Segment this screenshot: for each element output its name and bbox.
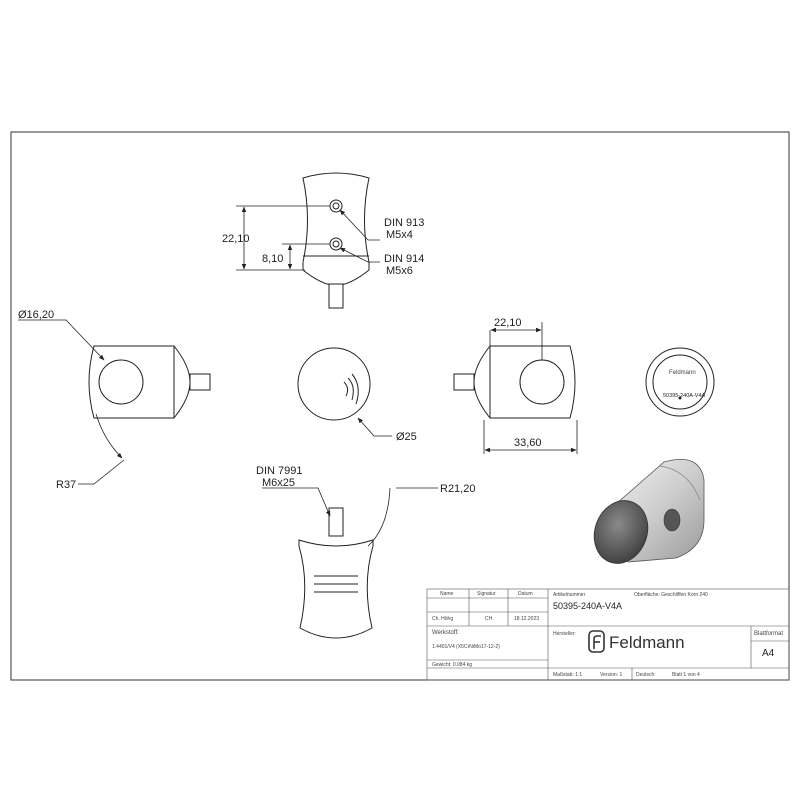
tb-version: Version: 1 — [600, 672, 622, 678]
right-view-pin — [453, 373, 475, 391]
front-view-dimensions — [357, 417, 392, 437]
dim-left-diameter: Ø16,20 — [18, 309, 54, 321]
dim-right-length: 33,60 — [514, 437, 542, 449]
dim-right-width: 22,10 — [494, 317, 522, 329]
drawing-border — [10, 131, 790, 681]
label-din7991-size: M6x25 — [262, 477, 295, 489]
left-view-pin — [189, 373, 211, 391]
tb-material-label: Werkstoff: — [432, 630, 459, 636]
label-din7991-name: DIN 7991 — [256, 465, 302, 477]
right-view-hole — [519, 359, 565, 405]
end-view-inner — [652, 354, 708, 410]
tb-sheet: Blatt 1 von 4 — [672, 672, 700, 678]
tb-scale: Maßstab: 1:1 — [553, 672, 582, 678]
dim-front-diameter: Ø25 — [396, 431, 417, 443]
end-view-part-number: 50395-240A-V4A — [663, 393, 706, 399]
top-view — [302, 172, 370, 309]
dim-height-top: 22,10 — [222, 233, 250, 245]
tb-language: Deutsch — [636, 672, 655, 678]
title-block — [426, 588, 790, 681]
tb-header-signature: Signatur — [477, 591, 496, 597]
front-view-circle — [297, 347, 371, 421]
bottom-view-pin — [328, 507, 344, 537]
dim-bottom-radius: R21,20 — [440, 483, 475, 495]
tb-name: Ch. Höhg — [432, 616, 453, 622]
tb-manufacturer-label: Hersteller: — [553, 631, 576, 637]
bottom-view — [298, 507, 374, 639]
tb-article-label: Artikelnummer — [553, 592, 586, 598]
right-view-dimensions — [483, 322, 578, 454]
dim-left-radius: R37 — [56, 479, 76, 491]
tb-sheet-format: A4 — [762, 648, 775, 659]
left-view-hole — [98, 359, 144, 405]
feldmann-logo-icon — [588, 630, 605, 653]
iso-cross-hole — [663, 508, 681, 532]
dim-offset-top: 8,10 — [262, 253, 283, 265]
end-view-logo: Feldmann — [669, 370, 696, 376]
bottom-view-body — [298, 539, 374, 639]
tb-header-name: Name — [440, 591, 454, 597]
tb-sheet-format-label: Blattformat — [754, 631, 783, 637]
tb-weight: Gewicht: 0.084 kg — [432, 662, 472, 668]
top-view-pin — [328, 283, 344, 309]
tb-article-number: 50395-240A-V4A — [553, 601, 622, 611]
bottom-view-dimensions — [262, 487, 438, 547]
end-view — [645, 347, 715, 417]
label-din914-name: DIN 914 — [384, 253, 424, 265]
iso-end-face — [593, 500, 649, 564]
tb-date: 18.12.2023 — [514, 616, 539, 622]
top-view-dimensions — [236, 205, 380, 271]
tb-surface: Oberfläche: Geschliffen Korn 240 — [634, 592, 708, 598]
tb-signature: CH — [485, 616, 493, 622]
label-din914-size: M5x6 — [386, 265, 413, 277]
top-view-body — [302, 172, 370, 287]
left-side-view — [88, 345, 211, 419]
front-view — [297, 347, 371, 421]
tb-material: 1.4401/V4 (X5CrNiMo17-12-2) — [432, 644, 500, 650]
label-din913-name: DIN 913 — [384, 217, 424, 229]
tb-header-date: Datum — [518, 591, 533, 597]
left-view-dimensions — [18, 319, 125, 485]
right-side-view — [453, 345, 576, 419]
label-din913-size: M5x4 — [386, 229, 413, 241]
tb-brand: Feldmann — [609, 633, 685, 652]
isometric-view — [593, 458, 705, 564]
